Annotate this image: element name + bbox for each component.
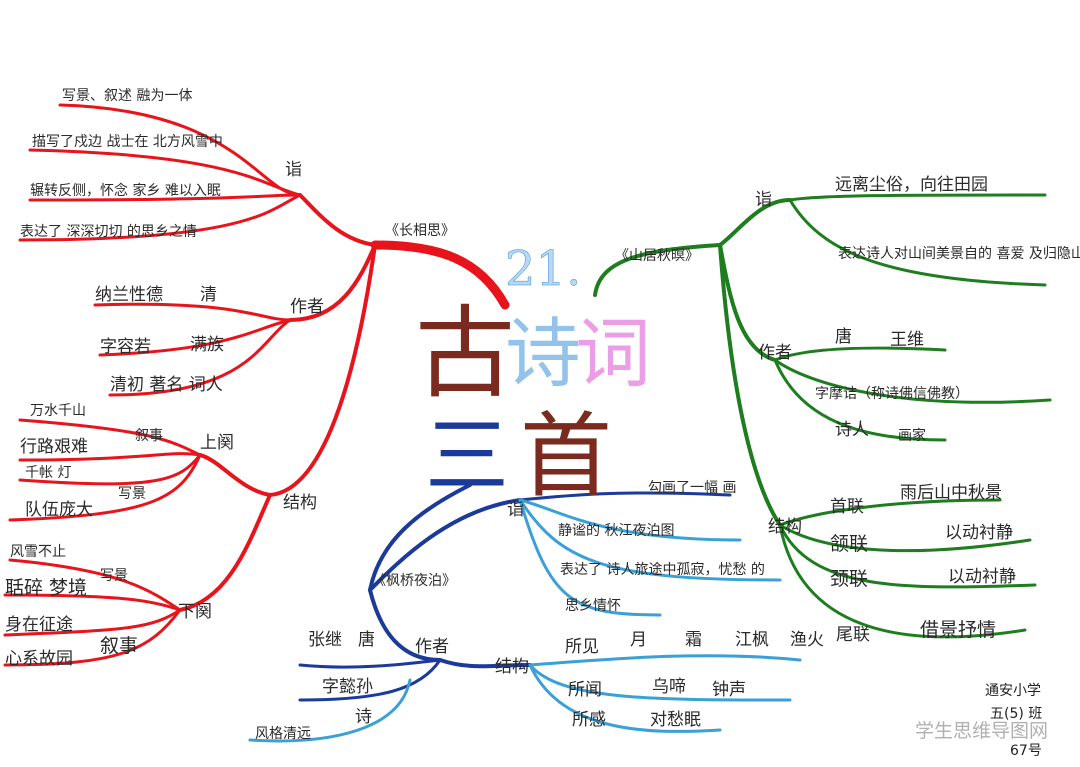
bottom-author-item-5: 风格清远 xyxy=(255,726,311,742)
bottom-structure-1-desc-4: 渔火 xyxy=(790,630,824,650)
right-structure-1-desc: 雨后山中秋景 xyxy=(900,483,1002,503)
title-number: 21. xyxy=(505,241,581,297)
left-zhi-label: 诣 xyxy=(285,160,302,180)
signature: 通安小学 五(5) 班 67号 xyxy=(985,683,1042,759)
left-lower-scene-2: 聒碎 梦境 xyxy=(5,577,87,599)
left-zhi-item-1: 写景、叙述 融为一体 xyxy=(62,87,192,104)
title-char-shi: 诗 xyxy=(505,309,581,398)
bottom-author-label: 作者 xyxy=(415,637,449,657)
right-zhi-item-1: 远离尘俗，向往田园 xyxy=(835,175,988,195)
bottom-structure-1-desc-3: 江枫 xyxy=(735,630,769,650)
right-author-item-4: 诗人 xyxy=(835,420,869,440)
bottom-structure-2-label: 所闻 xyxy=(568,680,602,700)
bottom-structure-1-label: 所见 xyxy=(565,637,599,657)
bottom-structure-1-desc-2: 霜 xyxy=(685,630,702,650)
right-poem: 《山居秋暝》 诣 远离尘俗，向往田园 表达诗人对山间美景自的 喜爱 及归隐山林的… xyxy=(615,175,1080,645)
bottom-author-item-1: 张继 xyxy=(308,630,342,650)
left-upper-narrate-2: 行路艰难 xyxy=(20,437,88,457)
left-lower-scene-label: 写景 xyxy=(100,568,128,584)
signature-line-2: 五(5) 班 xyxy=(990,706,1042,722)
right-structure-2-label: 颔联 xyxy=(830,533,868,555)
right-structure-3-desc: 以动衬静 xyxy=(948,567,1016,587)
left-author-item-3: 字容若 xyxy=(100,337,151,357)
left-author-item-5: 清初 著名 词人 xyxy=(110,375,223,395)
bottom-zhi-item-4: 思乡情怀 xyxy=(565,598,621,614)
right-author-item-5: 画家 xyxy=(898,427,926,444)
right-structure-3-label: 颈联 xyxy=(830,568,868,590)
title-char-shou: 首 xyxy=(520,403,612,510)
left-poem: 《长相思》 诣 写景、叙述 融为一体 描写了戍边 战士在 北方风雪中 辗转反侧，… xyxy=(5,87,455,669)
bottom-structure-1-desc-1: 月 xyxy=(630,630,647,650)
bottom-poem-name: 《枫桥夜泊》 xyxy=(372,573,456,589)
left-zhi-item-2: 描写了戍边 战士在 北方风雪中 xyxy=(32,134,223,150)
title-char-ci: 词 xyxy=(575,309,651,398)
left-upper-narrate-1: 万水千山 xyxy=(30,403,86,419)
bottom-structure-2-desc-2: 钟声 xyxy=(712,680,746,700)
bottom-author-item-2: 唐 xyxy=(358,629,375,650)
left-author-item-1: 纳兰性德 xyxy=(95,285,163,305)
right-author-item-1: 唐 xyxy=(835,326,852,347)
bottom-author-item-3: 字懿孙 xyxy=(322,677,373,697)
left-author-item-4: 满族 xyxy=(190,335,224,355)
left-lower-narrate-2: 心系故园 xyxy=(5,649,73,669)
left-upper-scene-2: 队伍庞大 xyxy=(25,500,93,520)
left-upper-scene-1: 千帐 灯 xyxy=(25,465,71,481)
right-zhi-label: 诣 xyxy=(755,190,772,210)
right-author-item-2: 王维 xyxy=(890,330,924,350)
left-upper-scene-label: 写景 xyxy=(118,486,146,502)
bottom-structure-2-desc-1: 乌啼 xyxy=(652,677,686,697)
left-poem-name: 《长相思》 xyxy=(385,223,455,239)
bottom-structure-label: 结构 xyxy=(495,657,529,677)
right-structure-label: 结构 xyxy=(768,517,802,537)
bottom-zhi-item-1: 勾画了一幅 画 xyxy=(648,480,736,496)
right-poem-name: 《山居秋暝》 xyxy=(615,248,699,264)
bottom-zhi-item-2: 静谧的 秋江夜泊图 xyxy=(558,523,674,539)
title-char-san: 三 xyxy=(425,407,509,505)
right-author-item-3: 字摩诘（称诗佛信佛教） xyxy=(815,385,969,402)
left-lower-scene-1: 风雪不止 xyxy=(10,544,66,560)
right-structure-4-desc: 借景抒情 xyxy=(920,619,996,641)
bottom-zhi-label: 诣 xyxy=(507,500,524,520)
watermark: 学生思维导图网 xyxy=(915,720,1048,742)
signature-line-1: 通安小学 xyxy=(985,683,1041,699)
left-lower-narrate-label: 叙事 xyxy=(100,635,138,657)
bottom-zhi-item-3: 表达了 诗人旅途中孤寂，忧愁 的 xyxy=(560,561,765,578)
bottom-structure-3-label: 所感 xyxy=(572,710,606,730)
signature-line-3: 67号 xyxy=(1010,743,1042,759)
left-structure-label: 结构 xyxy=(283,493,317,513)
right-structure-4-label: 尾联 xyxy=(836,625,870,645)
left-lower-label: 下阕 xyxy=(178,602,212,622)
right-zhi-item-2: 表达诗人对山间美景自的 喜爱 及归隐山林的 心愿 xyxy=(838,245,1080,262)
center-title: 21. 古 诗 词 三 首 xyxy=(415,241,651,510)
left-zhi-item-4: 表达了 深深切切 的思乡之情 xyxy=(20,224,197,240)
bottom-branch-lines xyxy=(248,483,802,743)
left-lower-narrate-1: 身在征途 xyxy=(5,615,73,635)
left-upper-label: 上阕 xyxy=(200,433,234,453)
left-branch-lines xyxy=(3,103,510,667)
bottom-author-item-4: 诗 xyxy=(355,707,372,727)
right-structure-1-label: 首联 xyxy=(830,497,864,517)
bottom-poem: 《枫桥夜泊》 诣 勾画了一幅 画 静谧的 秋江夜泊图 表达了 诗人旅途中孤寂，忧… xyxy=(255,480,824,742)
right-structure-2-desc: 以动衬静 xyxy=(945,523,1013,543)
right-author-label: 作者 xyxy=(758,343,792,363)
left-zhi-item-3: 辗转反侧，怀念 家乡 难以入眠 xyxy=(30,182,221,199)
left-author-label: 作者 xyxy=(290,297,324,317)
right-branch-lines xyxy=(593,193,1052,639)
bottom-structure-3-desc-1: 对愁眠 xyxy=(650,710,701,730)
left-upper-narrate-label: 叙事 xyxy=(135,427,163,444)
left-author-item-2: 清 xyxy=(200,285,217,305)
title-char-gu: 古 xyxy=(415,295,515,412)
